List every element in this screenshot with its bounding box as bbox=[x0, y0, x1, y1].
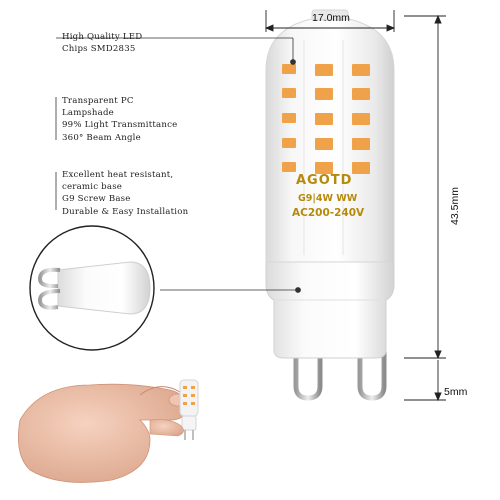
bulb-spec: G9|4W WW bbox=[298, 193, 358, 204]
callout-line: 99% Light Transmittance bbox=[62, 120, 178, 131]
ceramic-base bbox=[265, 261, 395, 359]
base-zoom-circle bbox=[29, 225, 155, 351]
callout-line: Durable & Easy Installation bbox=[62, 206, 189, 217]
callout-line: ceramic base bbox=[62, 182, 123, 193]
height-label: 43.5mm bbox=[449, 187, 461, 225]
callout-lampshade: Transparent PC Lampshade 99% Light Trans… bbox=[62, 95, 177, 144]
hand-photo bbox=[17, 379, 199, 483]
led-chips bbox=[282, 64, 370, 174]
bulb-voltage: AC200-240V bbox=[292, 207, 365, 219]
callout-line: Chips SMD2835 bbox=[62, 44, 136, 55]
callout-line: High Quality LED bbox=[62, 32, 143, 42]
height-dimension bbox=[404, 14, 446, 360]
pin-dimension bbox=[404, 360, 446, 402]
callout-led-chips: High Quality LED Chips SMD2835 bbox=[62, 31, 142, 55]
callout-base: Excellent heat resistant, ceramic base G… bbox=[62, 169, 188, 218]
callout-line: Lampshade bbox=[62, 108, 114, 119]
bulb-brand: AGOTD bbox=[296, 173, 353, 188]
g9-pins bbox=[293, 352, 387, 401]
width-label: 17.0mm bbox=[312, 12, 350, 24]
callout-line: 360° Beam Angle bbox=[62, 132, 141, 143]
width-dimension bbox=[264, 10, 396, 32]
pin-length-label: 5mm bbox=[444, 386, 468, 398]
callout-leaders bbox=[55, 37, 301, 293]
callout-line: G9 Screw Base bbox=[62, 194, 131, 205]
callout-line: Excellent heat resistant, bbox=[62, 170, 174, 180]
callout-line: Transparent PC bbox=[62, 96, 134, 106]
